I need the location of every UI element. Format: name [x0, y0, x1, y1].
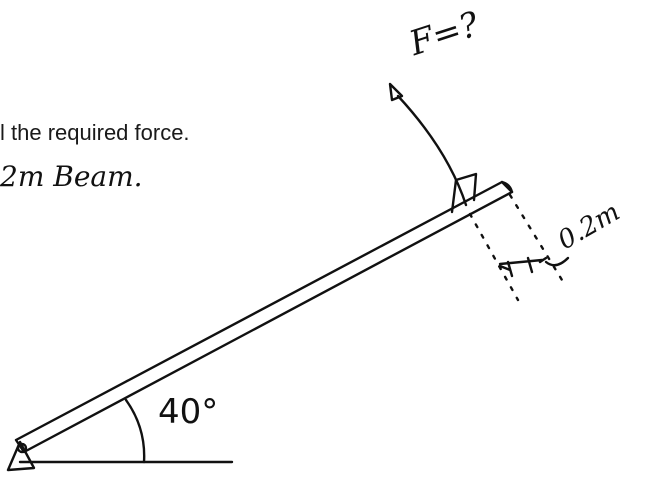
- dotted-leader-right: [508, 193, 564, 282]
- beam: [14, 180, 514, 454]
- dotted-leader-left: [468, 212, 520, 302]
- beam-end-cap: [500, 180, 514, 194]
- pin-support: [6, 440, 36, 472]
- right-angle-marker: [450, 172, 478, 214]
- pin-joint: [16, 442, 28, 454]
- angle-arc: [124, 398, 146, 464]
- dimension-marker: [498, 256, 548, 278]
- problem-statement: l the required force.: [0, 120, 190, 145]
- beam-length-label: 2m Beam.: [0, 160, 143, 193]
- force-arrowhead: [388, 82, 404, 102]
- dimension-leader: [544, 256, 570, 267]
- angle-label: 40°: [158, 392, 219, 432]
- force-arrow-shaft: [396, 94, 468, 207]
